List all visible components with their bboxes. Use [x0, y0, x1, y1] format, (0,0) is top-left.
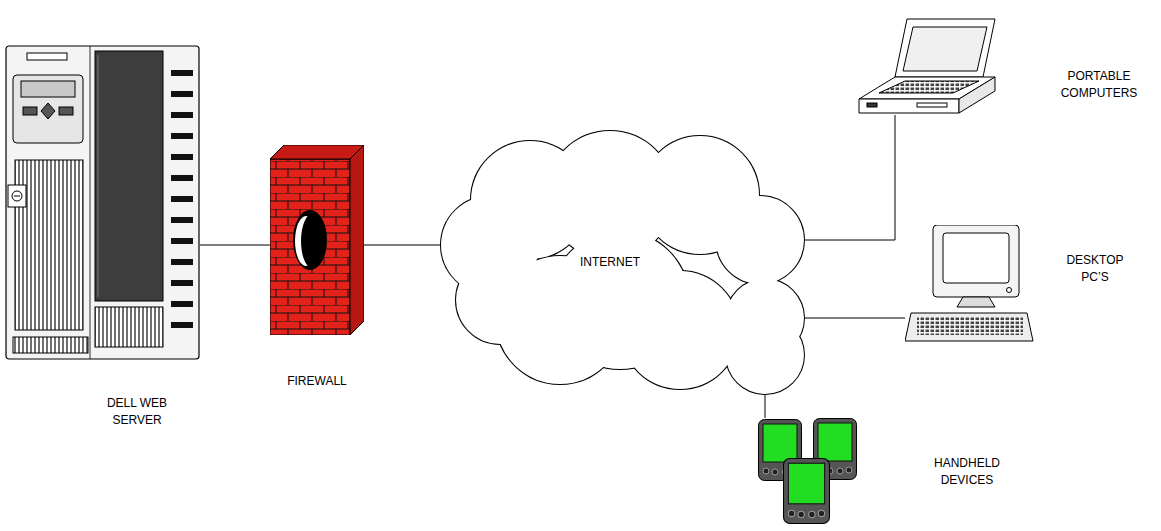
node-label: DELL WEB SERVER — [92, 395, 182, 429]
network-link — [805, 318, 905, 319]
node-label: INTERNET — [560, 254, 660, 271]
node-label: FIREWALL — [272, 373, 362, 390]
network-link — [805, 115, 895, 240]
network-link — [364, 245, 440, 246]
desktop-pc-outline — [905, 225, 1035, 350]
internet-cloud: INTERNET — [440, 130, 805, 395]
web-server-outline — [5, 45, 200, 360]
firewall-outline — [270, 145, 364, 335]
handheld-device: HANDHELD DEVICES — [755, 418, 900, 528]
node-label: HANDHELD DEVICES — [927, 455, 1007, 489]
node-label: DESKTOP PC’S — [1060, 252, 1130, 286]
web-server: DELL WEB SERVER — [5, 45, 200, 360]
desktop-pc: DESKTOP PC’S — [905, 225, 1035, 350]
portable-computer: PORTABLE COMPUTERS — [855, 15, 1000, 115]
node-label: PORTABLE COMPUTERS — [1055, 68, 1143, 102]
firewall: FIREWALL — [270, 145, 364, 335]
network-link — [200, 245, 270, 246]
handheld-device-outline — [755, 418, 900, 528]
portable-computer-outline — [855, 15, 1000, 115]
network-link — [765, 395, 766, 418]
